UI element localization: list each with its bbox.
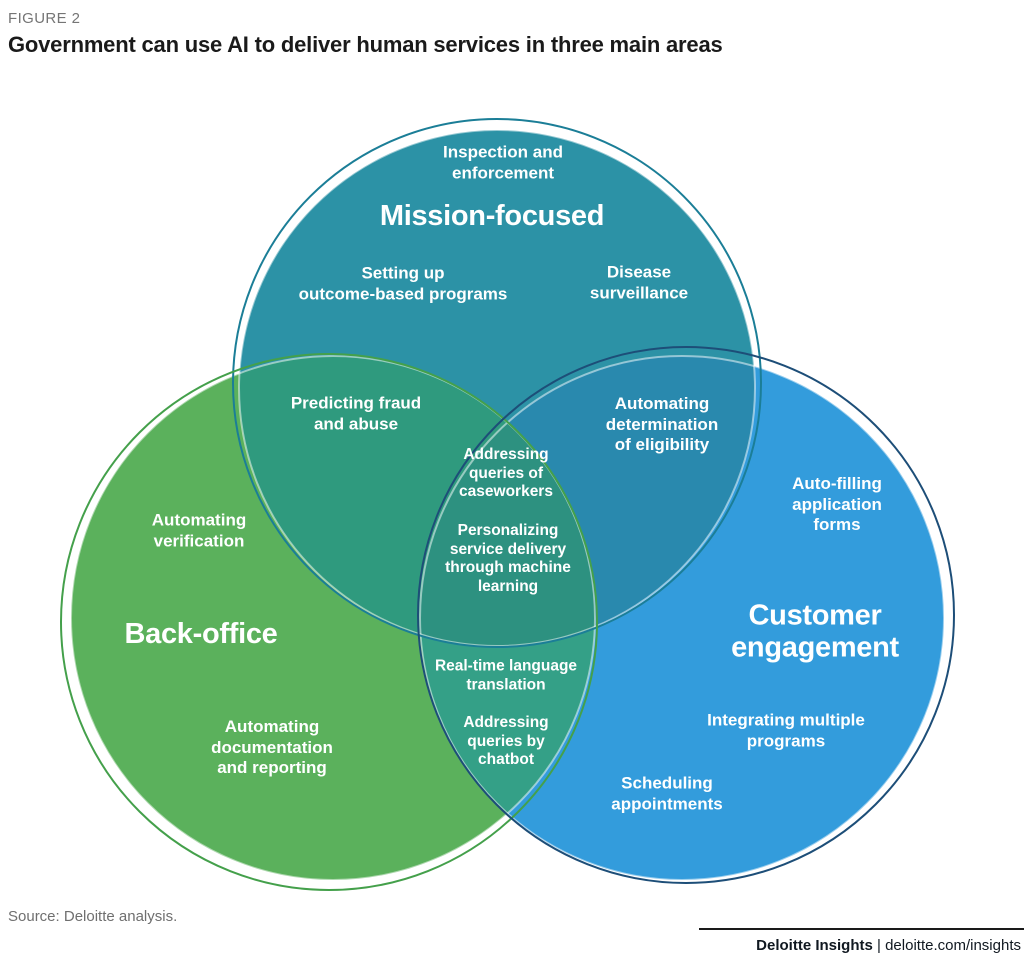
item-outcome-based-programs: Setting up outcome-based programs (298, 263, 508, 303)
page-title: Government can use AI to deliver human s… (8, 32, 723, 57)
mission-circle-title: Mission-focused (379, 199, 605, 232)
item-automating-documentation: Automating documentation and reporting (211, 716, 333, 778)
item-inspection-enforcement: Inspection and enforcement (443, 142, 563, 182)
item-integrating-programs: Integrating multiple programs (707, 710, 865, 750)
footer-brand: Deloitte Insights | deloitte.com/insight… (699, 928, 1024, 954)
footer-brand-name: Deloitte Insights (756, 937, 873, 954)
backoffice-boundary (70, 355, 596, 881)
customer-boundary (419, 355, 945, 881)
item-eligibility-determination: Automating determination of eligibility (605, 393, 719, 455)
mission-ring (232, 118, 762, 648)
overlap-center (420, 356, 595, 646)
footer-brand-url: | deloitte.com/insights (872, 937, 1021, 954)
item-caseworker-queries: Addressing queries of caseworkers (459, 446, 553, 501)
customer-circle-title: Customer engagement (731, 599, 899, 664)
item-personalizing-service: Personalizing service delivery through m… (445, 521, 571, 595)
item-predicting-fraud: Predicting fraud and abuse (290, 393, 422, 433)
customer-ring (417, 346, 955, 884)
item-automating-verification: Automating verification (151, 510, 247, 550)
item-language-translation: Real-time language translation (434, 657, 578, 693)
item-scheduling-appointments: Scheduling appointments (611, 773, 723, 813)
backoffice-ring (60, 353, 598, 891)
figure-label: FIGURE 2 (8, 10, 81, 27)
item-disease-surveillance: Disease surveillance (589, 262, 689, 302)
backoffice-circle-title: Back-office (124, 617, 278, 650)
item-autofill-forms: Auto-filling application forms (792, 473, 882, 535)
source-note: Source: Deloitte analysis. (8, 908, 178, 925)
item-chatbot-queries: Addressing queries by chatbot (463, 714, 549, 769)
